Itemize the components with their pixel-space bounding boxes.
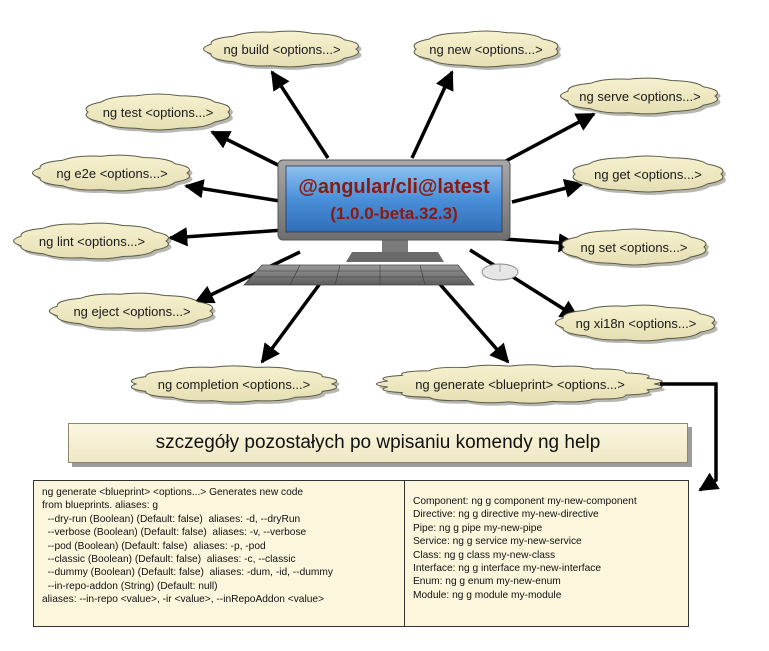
computer-illustration: @angular/cli@latest (1.0.0-beta.32.3): [243, 159, 519, 286]
option-line: --dummy (Boolean) (Default: false) alias…: [42, 567, 333, 579]
help-banner: szczegóły pozostałych po wpisaniu komend…: [68, 423, 688, 463]
option-line: --verbose (Boolean) (Default: false) ali…: [42, 527, 307, 539]
monitor-screen: [285, 165, 503, 233]
cloud-build: ng build <options...>: [203, 30, 362, 70]
option-line: aliases: --in-repo <value>, -ir <value>,…: [42, 594, 325, 606]
arrow-eject: [194, 250, 301, 304]
arrow-generate: [436, 280, 510, 364]
cloud-label-lint: ng lint <options...>: [39, 234, 145, 249]
example-line: Directive: ng g directive my-new-directi…: [413, 509, 599, 521]
example-line: Component: ng g component my-new-compone…: [413, 496, 637, 507]
arrow-serve: [503, 112, 596, 164]
monitor-stand-icon: [382, 237, 408, 253]
arrow-test: [210, 130, 289, 172]
option-line: --pod (Boolean) (Default: false) aliases…: [42, 540, 266, 552]
arrow-lint: [168, 227, 285, 247]
example-line: Interface: ng g interface my-new-interfa…: [413, 563, 601, 575]
arrow-xi18n: [469, 248, 580, 320]
cloud-label-xi18n: ng xi18n <options...>: [576, 316, 697, 331]
cloud-label-new: ng new <options...>: [429, 42, 542, 57]
cloud-label-eject: ng eject <options...>: [73, 304, 190, 319]
option-line: from blueprints. aliases: g: [42, 500, 159, 512]
cloud-label-get: ng get <options...>: [594, 167, 702, 182]
example-line: Enum: ng g enum my-new-enum: [413, 576, 561, 588]
cloud-label-completion: ng completion <options...>: [158, 377, 311, 392]
monitor-base-icon: [346, 252, 444, 262]
cloud-label-e2e: ng e2e <options...>: [56, 166, 167, 181]
generate-examples-column: Component: ng g component my-new-compone…: [405, 481, 688, 626]
option-line: --dry-run (Boolean) (Default: false) ali…: [42, 513, 301, 525]
example-line: Module: ng g module my-module: [413, 589, 562, 601]
example-line: Class: ng g class my-new-class: [413, 549, 556, 561]
cloud-label-serve: ng serve <options...>: [579, 89, 700, 104]
clouds-group: ng build <options...> ng new <options...>…: [13, 30, 726, 407]
option-line: --in-repo-addon (String) (Default: null): [42, 580, 218, 592]
generate-details-table: ng generate <blueprint> <options...> Gen…: [33, 480, 689, 627]
cloud-xi18n: ng xi18n <options...>: [554, 304, 718, 344]
screen-version: (1.0.0-beta.32.3): [330, 204, 458, 223]
cloud-label-generate: ng generate <blueprint> <options...>: [415, 377, 625, 392]
cloud-new: ng new <options...>: [413, 30, 561, 70]
generate-options-column: ng generate <blueprint> <options...> Gen…: [34, 481, 405, 626]
cloud-e2e: ng e2e <options...>: [32, 154, 193, 194]
option-line: --classic (Boolean) (Default: false) ali…: [42, 554, 296, 566]
cloud-label-set: ng set <options...>: [581, 240, 688, 255]
cloud-lint: ng lint <options...>: [13, 222, 172, 262]
cloud-get: ng get <options...>: [572, 155, 726, 195]
example-line: Pipe: ng g pipe my-new-pipe: [413, 522, 543, 534]
keyboard-keys: [254, 264, 466, 286]
cloud-label-test: ng test <options...>: [103, 105, 214, 120]
arrow-build: [270, 70, 330, 159]
cloud-serve: ng serve <options...>: [560, 77, 721, 117]
cloud-generate: ng generate <blueprint> <options...>: [375, 364, 666, 407]
arrow-get: [511, 178, 584, 204]
cloud-completion: ng completion <options...>: [130, 365, 340, 406]
keyboard-icon: [243, 264, 475, 286]
option-line: ng generate <blueprint> <options...> Gen…: [42, 487, 304, 498]
example-line: Service: ng g service my-new-service: [413, 536, 582, 548]
cloud-eject: ng eject <options...>: [48, 292, 216, 332]
cloud-label-build: ng build <options...>: [223, 42, 340, 57]
screen-title: @angular/cli@latest: [298, 176, 490, 198]
arrow-e2e: [184, 179, 287, 204]
cloud-set: ng set <options...>: [561, 228, 709, 268]
details-connector-arrow: [660, 382, 720, 492]
cloud-test: ng test <options...>: [85, 93, 233, 133]
arrow-new: [410, 70, 454, 159]
